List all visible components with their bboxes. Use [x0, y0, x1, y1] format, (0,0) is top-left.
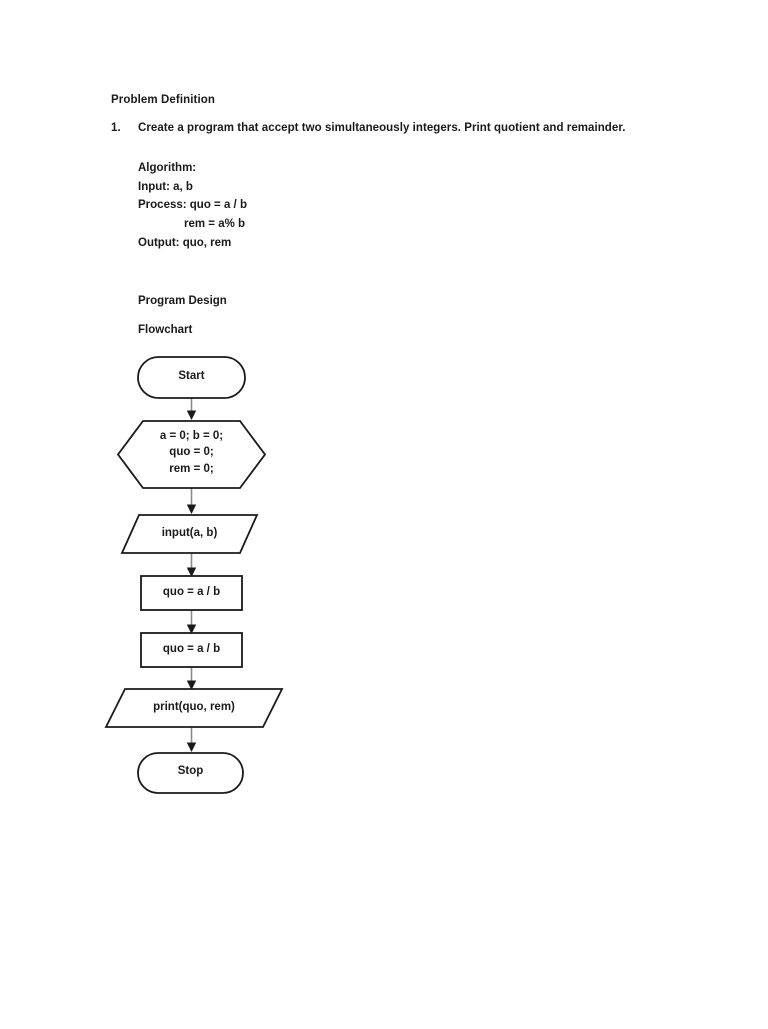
list-item-number: 1.: [111, 122, 121, 135]
algorithm-process: Process: quo = a / b: [138, 199, 247, 212]
algorithm-process-continued: rem = a% b: [184, 217, 246, 230]
flow-node-input: [120, 514, 259, 554]
flow-node-stop: [137, 752, 244, 794]
algorithm-input: Input: a, b: [138, 180, 193, 193]
flow-node-proc1: [140, 575, 243, 611]
algorithm-title: Algorithm:: [138, 162, 197, 175]
flow-node-init: [116, 420, 267, 489]
flowchart-title: Flowchart: [138, 324, 193, 336]
flow-node-start: [137, 356, 246, 399]
program-design-title: Program Design: [138, 295, 227, 307]
flow-node-print: [104, 688, 284, 728]
page-title: Problem Definition: [111, 94, 216, 106]
problem-list-item: 1. Create a program that accept two simu…: [111, 122, 671, 134]
algorithm-block: Algorithm: Input: a, b Process: quo = a …: [138, 159, 671, 252]
list-item-text: Create a program that accept two simulta…: [138, 122, 626, 135]
document-text-block: Problem Definition 1. Create a program t…: [111, 92, 671, 252]
flow-node-proc2: [140, 632, 243, 668]
algorithm-output: Output: quo, rem: [138, 236, 232, 249]
